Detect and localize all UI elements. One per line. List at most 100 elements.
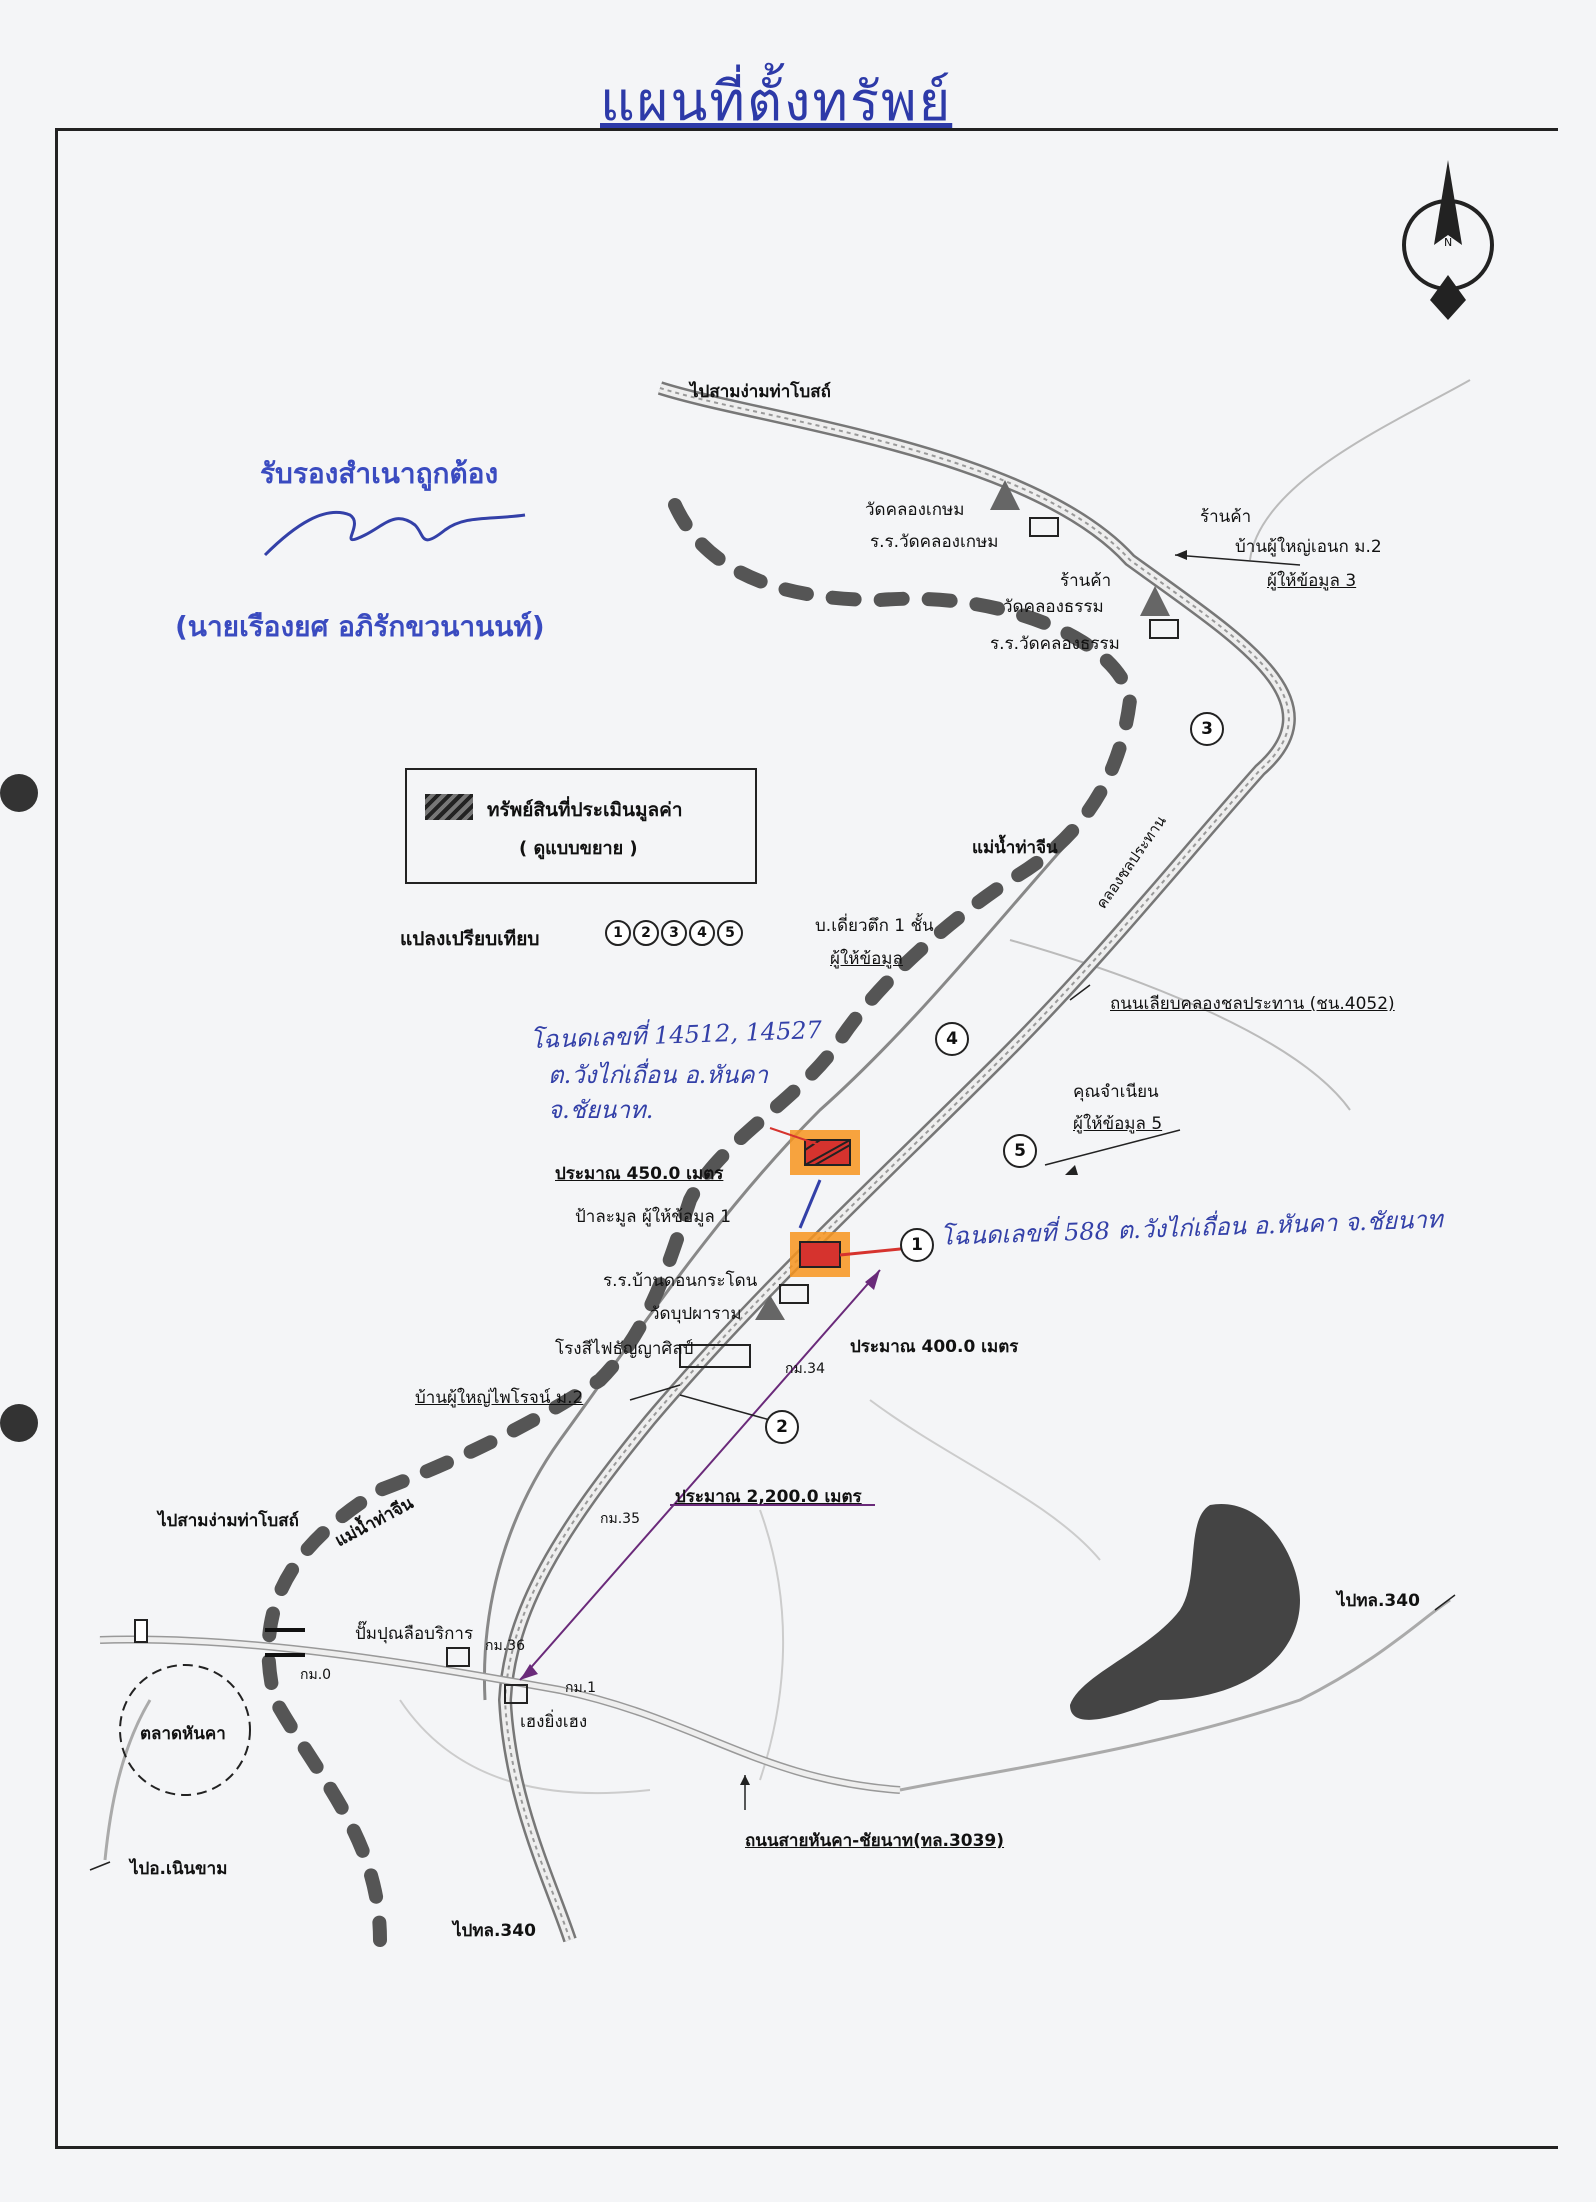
punch-hole-bottom <box>0 1404 38 1442</box>
compass-letter: N <box>1444 236 1453 249</box>
compass-icon <box>1402 160 1494 320</box>
school-icon <box>779 1284 809 1304</box>
temple-icon <box>990 480 1020 510</box>
label-km35: กม.35 <box>600 1511 640 1527</box>
comparable-4: 4 <box>689 920 715 946</box>
bridge-icon <box>265 1628 305 1657</box>
label-road-hunka: ถนนสายหันคา-ชัยนาท(ทล.3039) <box>745 1831 1005 1851</box>
pointer-arrow <box>1044 1129 1181 1166</box>
pointer-arrow <box>629 1384 681 1401</box>
label-to-340-bottom: ไปทล.340 <box>453 1921 536 1941</box>
legend-box: ทรัพย์สินที่ประเมินมูลค่า ( ดูแบบขยาย ) <box>405 768 757 884</box>
punch-hole-top <box>0 774 38 812</box>
minor-road <box>869 1399 1101 1561</box>
comparable-marker-4: 4 <box>935 1022 969 1056</box>
label-gas-station: ปั๊มปุณลือบริการ <box>355 1624 474 1644</box>
label-informant-5: ผู้ให้ข้อมูล 5 <box>1073 1114 1163 1134</box>
school-icon <box>1029 517 1059 537</box>
minor-road <box>1009 939 1351 1111</box>
legend-asset: ทรัพย์สินที่ประเมินมูลค่า <box>487 799 683 821</box>
comparable-marker-5: 5 <box>1003 1134 1037 1168</box>
minor-road <box>759 1509 785 1781</box>
label-to-noen: ไปอ.เนินขาม <box>130 1859 228 1879</box>
label-village-chief-m2b: บ้านผู้ใหญ่ไพโรจน์ ม.2 <box>415 1388 584 1408</box>
minor-road <box>1249 379 1471 561</box>
label-wat-pa: วัดบุปผาราม <box>650 1304 742 1324</box>
map-title: แผนที่ตั้งทรัพย์ <box>600 70 953 133</box>
pointer-arrow <box>679 1394 771 1421</box>
temple-icon <box>1140 586 1170 616</box>
comparable-marker-3: 3 <box>1190 712 1224 746</box>
comparable-1: 1 <box>605 920 631 946</box>
label-approx-400: ประมาณ 400.0 เมตร <box>850 1337 1019 1357</box>
parallel-road <box>482 839 1072 1701</box>
label-aunt-informant-1: ป้าละมูล ผู้ให้ข้อมูล 1 <box>575 1207 732 1227</box>
certify-stamp: รับรองสำเนาถูกต้อง <box>260 457 499 490</box>
gas-station-icon <box>446 1647 470 1667</box>
comparable-5: 5 <box>717 920 743 946</box>
label-khun-jamnian: คุณจำเนียน <box>1073 1082 1159 1102</box>
label-approx-2200: ประมาณ 2,200.0 เมตร <box>675 1487 862 1507</box>
temple-icon <box>755 1295 785 1320</box>
label-shop-2: ร้านค้า <box>1060 571 1112 591</box>
label-km0: กม.0 <box>300 1667 332 1683</box>
label-heng-yong: เฮงยิ่งเฮง <box>520 1712 588 1732</box>
label-school-klong-kasem: ร.ร.วัดคลองเกษม <box>870 532 999 552</box>
comparable-marker-2: 2 <box>765 1410 799 1444</box>
distance-line-450 <box>798 1179 822 1229</box>
map-frame <box>55 128 1558 2149</box>
market-circle <box>119 1664 251 1796</box>
legend-detail: ( ดูแบบขยาย ) <box>519 838 638 859</box>
label-km1: กม.1 <box>565 1680 597 1696</box>
label-market: ตลาดหันคา <box>140 1724 226 1744</box>
pointer-arrow <box>1065 1165 1078 1175</box>
pointer-arrow <box>1069 984 1091 1001</box>
comparables-label: แปลงเปรียบเทียบ <box>400 928 540 950</box>
pointer-arrow <box>1175 550 1187 560</box>
road-to-noen <box>103 1699 152 1861</box>
pointer-arrow <box>89 1861 111 1871</box>
label-km34: กม.34 <box>785 1361 825 1377</box>
label-to-340-right: ไปทล.340 <box>1337 1591 1420 1611</box>
distance-line-2200 <box>519 1269 881 1681</box>
label-approx-450: ประมาณ 450.0 เมตร <box>555 1164 724 1184</box>
label-informant-3: ผู้ให้ข้อมูล 3 <box>1267 571 1357 591</box>
label-river: แม่น้ำท่าจีน <box>972 838 1058 858</box>
comparable-marker-1: 1 <box>900 1228 934 1262</box>
lake-shape <box>1070 1503 1300 1720</box>
building-icon <box>134 1619 148 1643</box>
label-wat-klong-tham: วัดคลองธรรม <box>1003 597 1104 617</box>
label-school-don-kra: ร.ร.บ้านดอนกระโดน <box>603 1271 758 1291</box>
label-km36: กม.36 <box>485 1638 525 1654</box>
handwritten-deeds-2: ต.วังไก่เถื่อน อ.หันคา <box>548 1061 768 1089</box>
label-rice-mill: โรงสีไฟธัญญาศิลป์ <box>555 1339 694 1359</box>
pointer-arrow <box>1434 1594 1456 1611</box>
signatory-name: (นายเรืองยศ อภิรักขวนานนท์) <box>175 610 545 643</box>
shop-icon <box>504 1684 528 1704</box>
label-to-samngam-top: ไปสามง่ามท่าโบสถ์ <box>690 382 831 402</box>
label-road-canal: ถนนเลียบคลองชลประทาน (ชน.4052) <box>1110 994 1395 1014</box>
deed-588-arrow <box>839 1246 911 1257</box>
pointer-arrow <box>1174 554 1301 566</box>
label-informant-house: ผู้ให้ข้อมูล <box>830 949 903 969</box>
school-icon <box>1149 619 1179 639</box>
arrow-head <box>520 1664 538 1680</box>
deed-arrow <box>769 1127 821 1146</box>
label-to-samngam-left: ไปสามง่ามท่าโบสถ์ <box>158 1511 299 1531</box>
label-village-chief-m2: บ้านผู้ใหญ่เอนก ม.2 <box>1235 537 1382 557</box>
road-to-340 <box>899 1598 1451 1792</box>
pointer-arrow <box>740 1775 750 1785</box>
label-shop-1: ร้านค้า <box>1200 507 1252 527</box>
arrow-head <box>865 1270 880 1290</box>
signature <box>263 510 526 557</box>
label-wat-klong-kasem: วัดคลองเกษม <box>865 500 965 520</box>
comparable-3: 3 <box>661 920 687 946</box>
tha-chin-river <box>261 498 1138 1947</box>
handwritten-deeds-3: จ.ชัยนาท. <box>548 1096 654 1124</box>
comparable-2: 2 <box>633 920 659 946</box>
label-school-klong-tham: ร.ร.วัดคลองธรรม <box>990 634 1120 654</box>
legend-swatch <box>425 794 473 820</box>
label-house: บ.เดี่ยวตึก 1 ชั้น <box>815 916 934 936</box>
